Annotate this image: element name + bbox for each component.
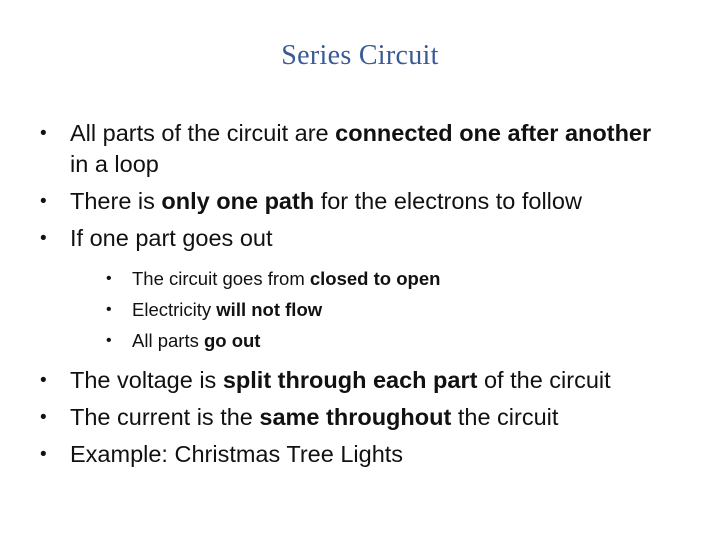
bullet-dot-icon: •: [40, 228, 47, 249]
list-item: • The current is the same throughout the …: [40, 402, 670, 433]
sub-bullet-list: • The circuit goes from closed to open • El…: [106, 266, 670, 353]
list-item: • If one part goes out • The circuit goes f…: [40, 223, 670, 353]
bullet-dot-icon: •: [40, 407, 47, 428]
bullet-text: the circuit: [451, 404, 559, 430]
bullet-dot-icon: •: [40, 123, 47, 144]
bullet-text: All parts: [132, 330, 204, 351]
bullet-text-bold: go out: [203, 330, 261, 351]
bullet-text-bold: connected one after another: [335, 120, 652, 146]
list-item: • All parts of the circuit are connected …: [40, 118, 670, 180]
bullet-list: • All parts of the circuit are connected …: [40, 118, 670, 470]
bullet-text: If one part goes out: [70, 225, 273, 251]
bullet-text: in a loop: [70, 151, 159, 177]
sub-list-item: • The circuit goes from closed to open: [106, 266, 670, 291]
bullet-text: Electricity: [132, 299, 217, 320]
bullet-text: The voltage is: [70, 367, 223, 393]
list-item: •The voltage is split through each part …: [40, 365, 670, 396]
bullet-dot-icon: •: [106, 270, 112, 287]
bullet-text: There is: [70, 188, 162, 214]
slide-title: Series Circuit: [281, 40, 439, 71]
bullet-text-bold: will not flow: [216, 299, 323, 320]
bullet-text-bold: only one path: [161, 188, 315, 214]
bullet-text: Example: Christmas Tree Lights: [70, 441, 404, 467]
bullet-text: The circuit goes from: [132, 268, 310, 289]
bullet-text: The current is the: [70, 404, 260, 430]
bullet-text: for the electrons to follow: [314, 188, 582, 214]
sub-list-item: • Electricity will not flow: [106, 297, 670, 322]
bullet-text-bold: same throughout: [259, 404, 452, 430]
bullet-text: All parts of the circuit are: [70, 120, 336, 146]
bullet-dot-icon: •: [106, 301, 112, 318]
slide-body: • All parts of the circuit are connected …: [40, 118, 670, 476]
bullet-text-bold: closed to open: [309, 268, 441, 289]
bullet-dot-icon: •: [40, 191, 47, 212]
bullet-dot-icon: •: [106, 332, 112, 349]
bullet-dot-icon: •: [40, 444, 47, 465]
list-item: • There is only one path for the electron…: [40, 186, 670, 217]
sub-list-item: • All parts go out: [106, 328, 670, 353]
bullet-dot-icon: •: [40, 370, 47, 391]
list-item: • Example: Christmas Tree Lights: [40, 439, 670, 470]
bullet-text: of the circuit: [477, 367, 611, 393]
bullet-text-bold: split through each part: [222, 367, 478, 393]
